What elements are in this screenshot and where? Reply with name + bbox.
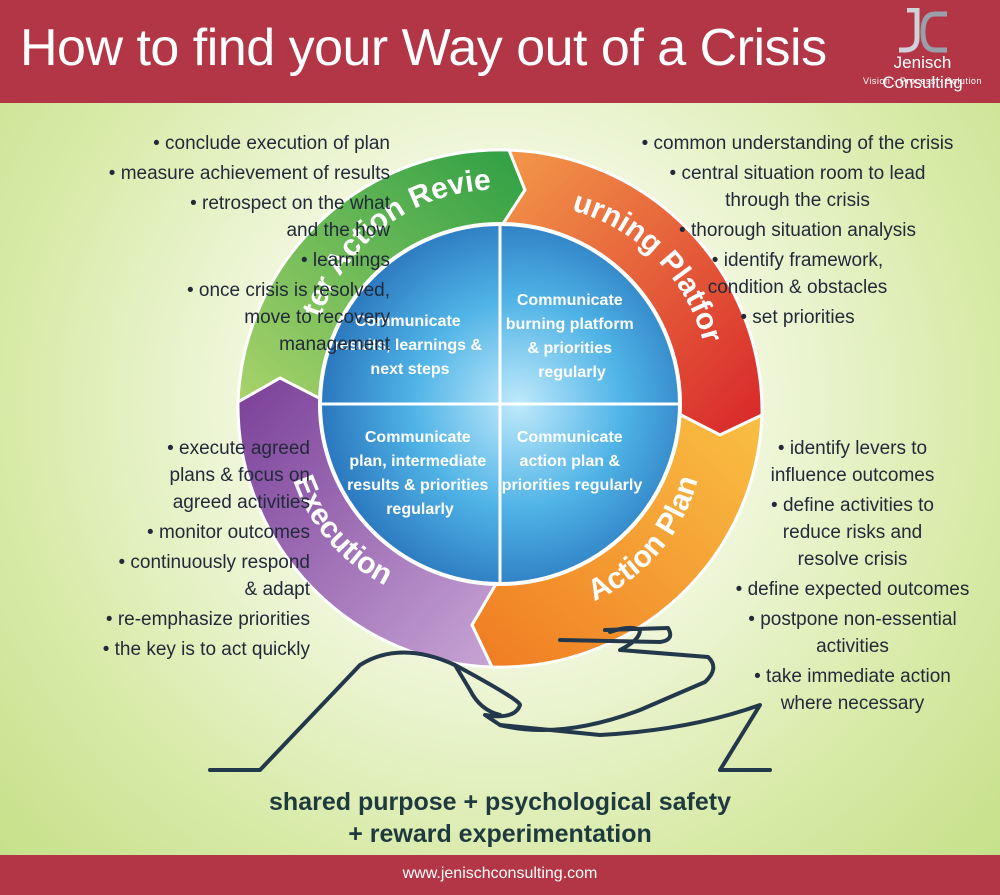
slogan: shared purpose + psychological safety + … [0, 786, 1000, 850]
list-item: retrospect on the what and the how [20, 190, 390, 244]
logo-company-name: Jenisch Consulting [882, 53, 963, 92]
slogan-line-1: shared purpose + psychological safety [269, 788, 731, 816]
burning-platform-bullets: common understanding of the crisis centr… [605, 130, 990, 334]
list-item: monitor outcomes [20, 519, 310, 546]
list-item: re-emphasize priorities [20, 606, 310, 633]
execution-bullets: execute agreed plans & focus on agreed a… [20, 435, 310, 666]
center-text-bottom-right: Communicate action plan & priorities reg… [502, 429, 643, 494]
page-title: How to find your Way out of a Crisis [20, 19, 827, 77]
action-plan-bullets: identify levers to influence outcomes de… [710, 435, 995, 720]
list-item: central situation room to lead through t… [605, 160, 990, 214]
center-text-bottom-left: Communicate plan, intermediate results &… [347, 429, 493, 518]
header-banner: How to find your Way out of a Crisis Jen… [0, 0, 1000, 103]
logo-tagline: Vision · Process · Solution [863, 76, 982, 86]
list-item: the key is to act quickly [20, 636, 310, 663]
list-item: take immediate action where necessary [710, 663, 995, 717]
company-logo: Jenisch Consulting Vision · Process · So… [855, 7, 990, 98]
list-item: conclude execution of plan [20, 130, 390, 157]
slogan-line-2: + reward experimentation [348, 820, 652, 848]
list-item: set priorities [605, 304, 990, 331]
list-item: execute agreed plans & focus on agreed a… [20, 435, 310, 516]
after-action-review-bullets: conclude execution of plan measure achie… [20, 130, 390, 361]
list-item: continuously respond & adapt [20, 549, 310, 603]
list-item: common understanding of the crisis [605, 130, 990, 157]
list-item: define activities to reduce risks and re… [710, 492, 995, 573]
list-item: once crisis is resolved, move to recover… [20, 277, 390, 358]
footer-banner: www.jenischconsulting.com [0, 855, 1000, 895]
list-item: postpone non-essential activities [710, 606, 995, 660]
jc-logo-icon [899, 7, 947, 53]
website-url: www.jenischconsulting.com [402, 865, 598, 882]
list-item: learnings [20, 247, 390, 274]
list-item: identify framework, condition & obstacle… [605, 247, 990, 301]
list-item: measure achievement of results [20, 160, 390, 187]
list-item: define expected outcomes [710, 576, 995, 603]
list-item: thorough situation analysis [605, 217, 990, 244]
center-text-top-right: Communicate burning platform & prioritie… [506, 292, 638, 381]
list-item: identify levers to influence outcomes [710, 435, 995, 489]
